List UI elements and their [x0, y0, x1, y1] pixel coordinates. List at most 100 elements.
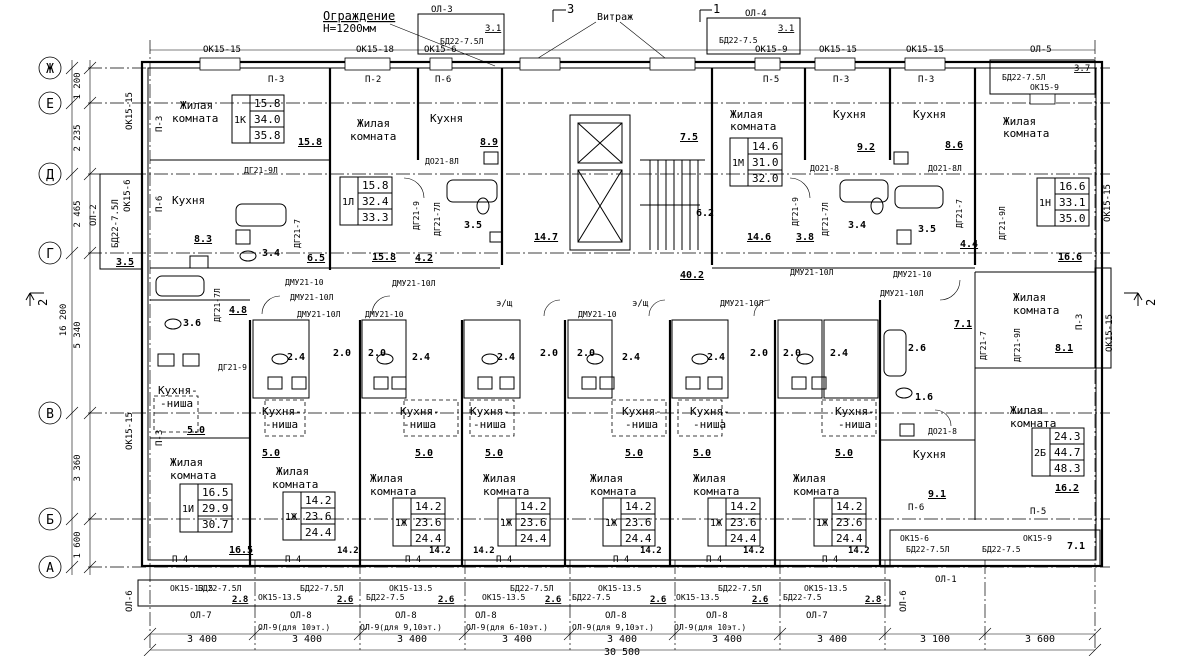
- apartment-table-frame: [707, 497, 761, 547]
- door-mark: ДГ21-7Л: [433, 202, 442, 236]
- shaft-mark: э/щ: [632, 299, 649, 309]
- niche-label: Кухня-: [690, 405, 730, 418]
- door-mark: ДМУ21-10Л: [720, 299, 764, 308]
- balcony-label: БД22-7.5: [572, 593, 611, 602]
- axis-marker-e: [38, 91, 62, 115]
- balcony-label: БД22-7.5Л: [300, 584, 344, 593]
- door-mark: ДМУ21-10Л: [297, 310, 341, 319]
- room-name: Жилая: [170, 456, 203, 469]
- room-name: Кухня: [430, 112, 463, 125]
- room-name: Жилая: [730, 108, 763, 121]
- bottom-labels: П-4 П-4 П-4 П-4 П-4 П-4 П-4 ОК15-13.5 ОК…: [170, 503, 1052, 632]
- partition-mark: П-2: [365, 75, 381, 85]
- area: 5.0: [187, 425, 205, 436]
- vitrazh-label: Витраж: [597, 12, 633, 23]
- partition-mark: П-4: [613, 555, 629, 565]
- dim-text: 3 400: [187, 634, 217, 645]
- axis-markers: Ж Е Д Г В Б А: [38, 56, 62, 579]
- apartment-table-frame: [729, 137, 783, 187]
- apartment-area: 14.2: [836, 500, 863, 513]
- area: 2.4: [412, 352, 430, 363]
- area: 5.0: [415, 448, 433, 459]
- area-values: 15.8 8.9 7.5 9.2 8.6 8.3 3.4 6.5 15.8 4.…: [116, 132, 1085, 556]
- living-label: Жилая: [590, 472, 623, 485]
- partition-mark: П-3: [918, 75, 934, 85]
- apartment-area: 32.4: [362, 195, 389, 208]
- area: 5.0: [485, 448, 503, 459]
- area: 2.0: [750, 348, 768, 359]
- dim-text: 3 600: [1025, 634, 1055, 645]
- apartment-code: 1М: [732, 158, 744, 169]
- area: 3.4: [262, 248, 280, 259]
- door-mark: ДГ21-9: [218, 363, 247, 372]
- area: 16.5: [229, 545, 253, 556]
- room-name: Жилая: [1003, 115, 1036, 128]
- dim-text: 3 400: [607, 634, 637, 645]
- partition-mark: П-4: [405, 555, 421, 565]
- apartment-table-frame: [1036, 177, 1090, 227]
- area: 2.6: [650, 595, 666, 605]
- apartment-area: 16.6: [1059, 180, 1086, 193]
- door-mark: ДГ21-9: [791, 197, 800, 226]
- area: 8.1: [1055, 343, 1073, 354]
- balcony-label: БД22-7.5: [982, 545, 1021, 554]
- apartment-area: 23.6: [415, 516, 442, 529]
- living-label: комната: [272, 478, 318, 491]
- door-mark: ДМУ21-10Л: [790, 268, 834, 277]
- door-mark: ДГ21-7: [979, 331, 988, 360]
- door-mark: ДО21-8: [810, 164, 839, 173]
- room-name: комната: [1003, 127, 1049, 140]
- apartment-table-frame: [1031, 427, 1085, 477]
- area: 8.3: [194, 234, 212, 245]
- ol-mark: ОЛ-8: [395, 611, 417, 621]
- niche-label: Кухня-: [835, 405, 875, 418]
- axis-label: Ж: [46, 62, 54, 77]
- dim-text: 5 340: [73, 321, 83, 348]
- area: 6.5: [307, 253, 325, 264]
- room-name: Кухня: [913, 448, 946, 461]
- apartment-table-frame: [231, 94, 285, 144]
- partition-mark: П-6: [435, 75, 451, 85]
- apartment-code: 1Л: [342, 197, 354, 208]
- side-mark: ОК15-15: [125, 412, 135, 450]
- area: 2.6: [908, 343, 926, 354]
- niche-label: Кухня-: [262, 405, 302, 418]
- area: 8.9: [480, 137, 498, 148]
- partition-mark: П-4: [706, 555, 722, 565]
- door-mark: ДГ21-9Л: [1013, 328, 1022, 362]
- axis-label: В: [46, 407, 54, 422]
- niche-label: Кухня-: [470, 405, 510, 418]
- balcony-label: БД22-7.5Л: [906, 545, 950, 554]
- door-mark: ДМУ21-10: [578, 310, 617, 319]
- area: 14.2: [429, 546, 451, 556]
- area: 16.6: [1058, 252, 1082, 263]
- side-mark: ОК15-15: [1103, 184, 1113, 222]
- area: 3.8: [796, 232, 814, 243]
- living-label: Жилая: [276, 465, 309, 478]
- apartment-area: 33.1: [1059, 196, 1086, 209]
- dim-text: 1 600: [73, 531, 83, 558]
- ol9-mark: ОЛ-9(для 9,10эт.): [572, 623, 654, 632]
- area: 2.6: [337, 595, 353, 605]
- area: 2.4: [707, 352, 725, 363]
- apartment-area: 34.0: [254, 113, 281, 126]
- mark-ol1: ОЛ-1: [935, 575, 957, 585]
- area: 3.6: [183, 318, 201, 329]
- niche-label: -ниша: [625, 418, 658, 431]
- area: 5.0: [625, 448, 643, 459]
- partition-mark: П-4: [285, 555, 301, 565]
- door-mark: ДМУ21-10Л: [880, 289, 924, 298]
- room-name: комната: [172, 112, 218, 125]
- room-name: Кухня: [833, 108, 866, 121]
- area: 2.4: [622, 352, 640, 363]
- apartment-area: 23.6: [730, 516, 757, 529]
- living-label: комната: [483, 485, 529, 498]
- area: 9.2: [857, 142, 875, 153]
- area: 2.0: [540, 348, 558, 359]
- area: 3.4: [848, 220, 866, 231]
- apartment-area: 24.3: [1054, 430, 1081, 443]
- room-name: -ниша: [160, 397, 193, 410]
- area: 14.2: [743, 546, 765, 556]
